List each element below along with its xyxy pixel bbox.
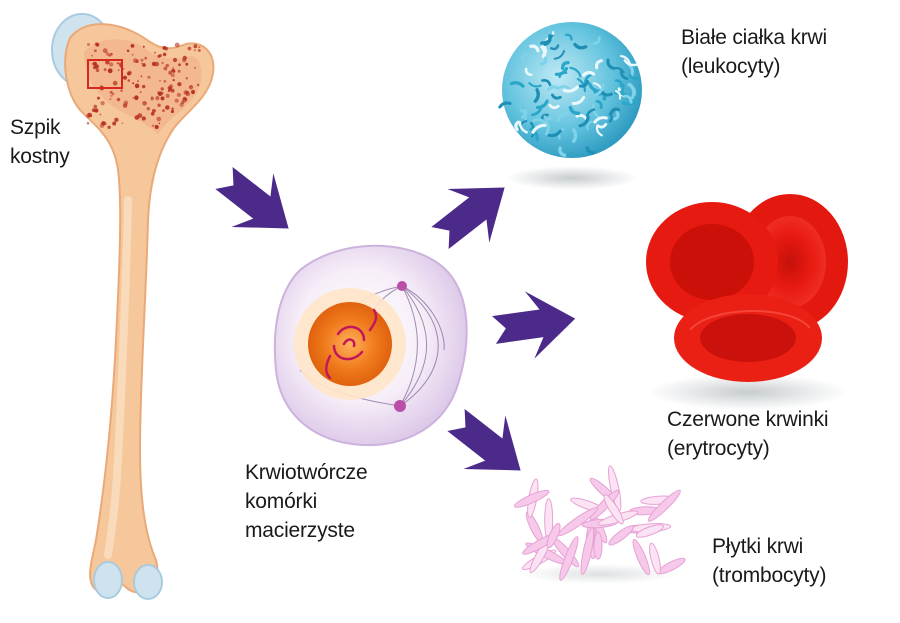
arrow-to-stem-cell <box>215 166 289 229</box>
arrow-to-erythrocyte <box>492 291 576 359</box>
label-red-cells: Czerwone krwinki (erytrocyty) <box>667 408 829 460</box>
label-stem-cells: Krwiotwórcze komórki macierzyste <box>245 461 368 542</box>
label-bone-marrow: Szpik kostny <box>10 116 70 168</box>
marrow-highlight-box <box>87 59 123 89</box>
femur-bone <box>51 13 215 600</box>
arrows <box>215 166 576 471</box>
platelets <box>513 465 686 584</box>
label-platelets: Płytki krwi (trombocyty) <box>712 535 827 587</box>
leukocyte <box>498 22 642 190</box>
arrow-to-leukocyte <box>431 187 505 250</box>
erythrocytes <box>646 194 848 410</box>
arrow-to-platelets <box>447 408 521 471</box>
label-white-cells: Białe ciałka krwi (leukocyty) <box>681 26 827 78</box>
stem-cell <box>273 244 468 447</box>
